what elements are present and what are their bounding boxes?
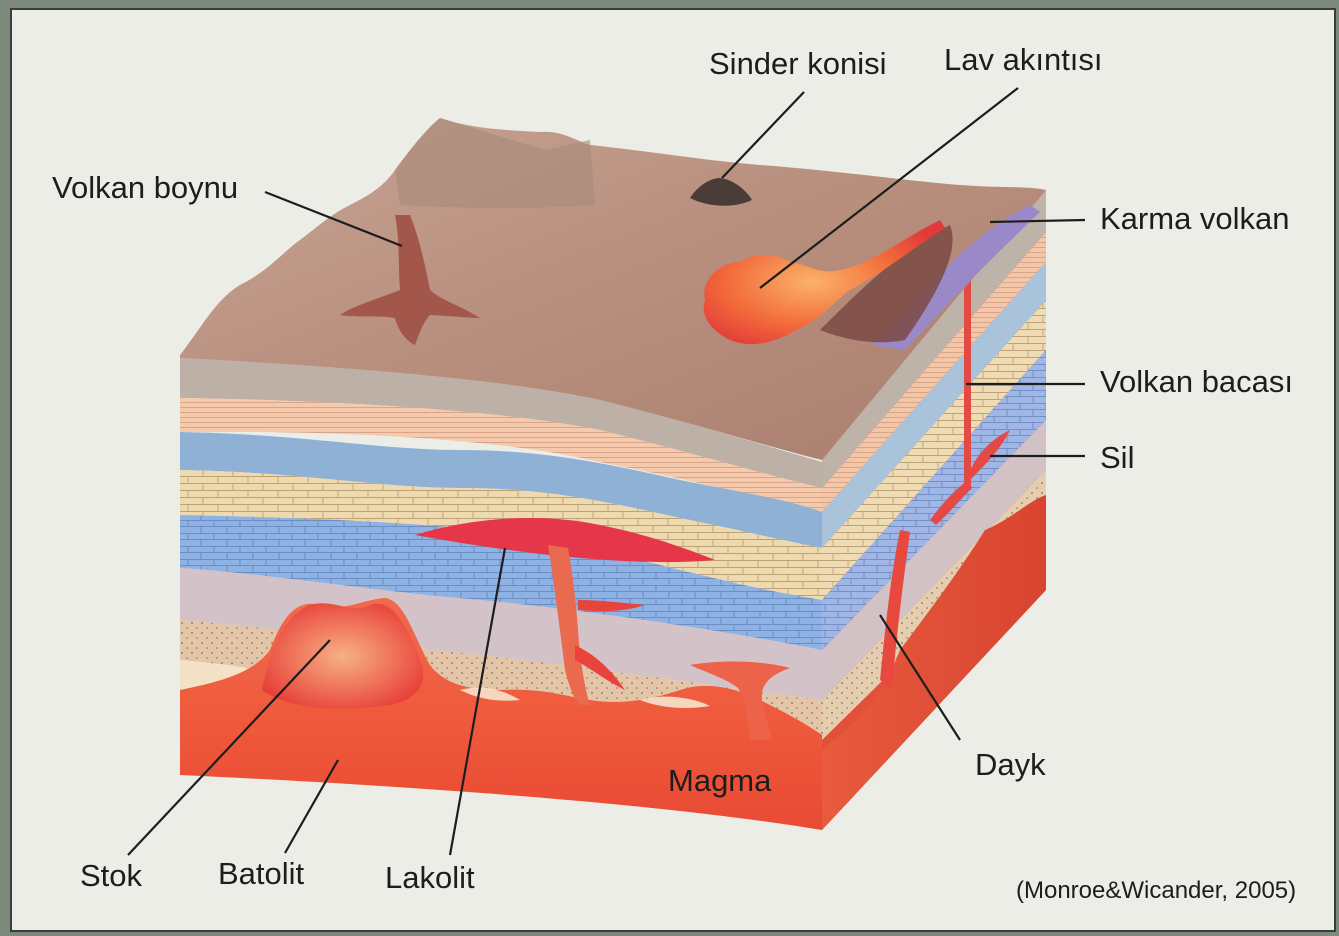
label-dayk: Dayk — [975, 747, 1046, 782]
leader-sinder-konisi — [722, 92, 804, 178]
label-batolit: Batolit — [218, 856, 305, 891]
label-karma-volkan: Karma volkan — [1100, 201, 1290, 236]
label-lav-akintisi: Lav akıntısı — [944, 42, 1103, 77]
citation: (Monroe&Wicander, 2005) — [1016, 877, 1296, 904]
label-stok: Stok — [80, 858, 143, 893]
label-volkan-boynu: Volkan boynu — [52, 170, 238, 205]
label-sil: Sil — [1100, 440, 1134, 475]
label-sinder-konisi: Sinder konisi — [709, 46, 886, 81]
label-magma: Magma — [668, 763, 772, 798]
label-lakolit: Lakolit — [385, 860, 475, 895]
label-volkan-bacasi: Volkan bacası — [1100, 364, 1293, 399]
